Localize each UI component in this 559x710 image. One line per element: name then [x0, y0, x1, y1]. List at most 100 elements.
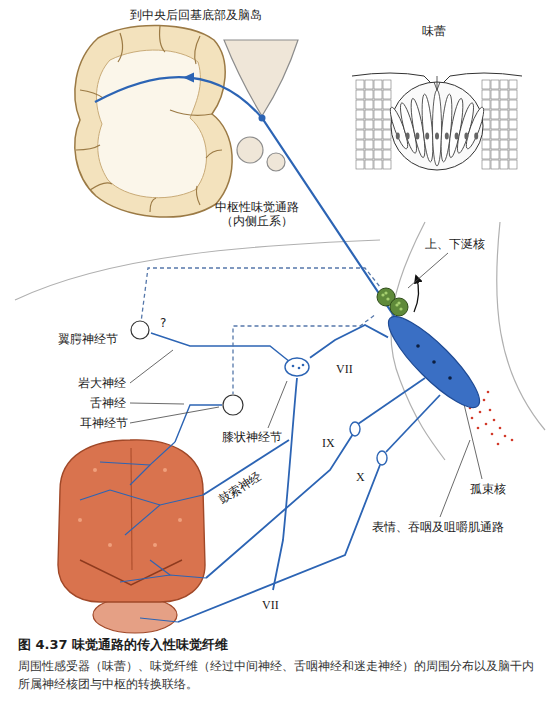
taste-bud-inset-shape	[383, 100, 391, 109]
node-label: 膝状神经节	[222, 430, 282, 444]
taste-bud-inset-shape	[509, 100, 517, 109]
salivatory-nuclei-shape	[397, 301, 400, 304]
node-label: 翼腭神经节	[58, 332, 118, 346]
taste-bud-inset-shape	[365, 110, 373, 119]
ganglion-circle: 翼腭神经节	[130, 320, 150, 340]
taste-bud-inset: 味蕾	[352, 46, 522, 171]
cranial-nerve-number: X	[356, 470, 365, 484]
taste-bud-inset-shape	[356, 80, 364, 89]
taste-bud-inset-shape	[509, 130, 517, 139]
taste-bud-inset-shape	[434, 76, 440, 90]
taste-bud-inset-shape	[352, 46, 522, 171]
geniculate-ganglion-shape	[302, 364, 305, 367]
diencephalon-section	[237, 137, 263, 163]
taste-bud-inset-shape	[500, 150, 508, 159]
taste-bud-inset-shape	[500, 130, 508, 139]
taste-bud-inset-shape	[445, 133, 449, 140]
taste-bud-inset-shape	[374, 160, 382, 169]
nerve-label: 岩大神经	[78, 376, 126, 390]
pathway-label: 中枢性味觉通路 （内侧丘系）	[212, 200, 302, 229]
taste-bud-inset-shape	[356, 120, 364, 129]
geniculate-ganglion-shape	[285, 358, 309, 376]
taste-bud-inset-shape	[425, 133, 429, 140]
brain-section	[96, 50, 206, 198]
salivatory-nuclei-shape	[386, 297, 389, 300]
tongue	[78, 468, 182, 547]
taste-bud-inset-shape	[491, 100, 499, 109]
tongue	[153, 543, 157, 547]
taste-bud-inset-shape	[500, 100, 508, 109]
solitary-nucleus-shape	[388, 316, 480, 408]
taste-nerve	[100, 442, 175, 465]
brain-section	[75, 25, 232, 217]
taste-nerve	[125, 505, 160, 535]
motor-region-dots	[499, 427, 502, 430]
nerve-connector	[233, 316, 374, 395]
taste-bud-inset-shape	[374, 110, 382, 119]
tongue	[58, 440, 205, 602]
motor-region-dots	[497, 443, 500, 446]
taste-bud-inset-shape	[415, 133, 419, 140]
taste-bud-inset-shape	[509, 90, 517, 99]
taste-bud-inset-shape	[374, 150, 382, 159]
taste-bud-inset-shape	[374, 80, 382, 89]
cranial-nerve-number: VII	[262, 598, 279, 612]
tongue	[58, 440, 205, 633]
taste-bud-inset-shape	[463, 106, 487, 150]
leader-line	[408, 253, 448, 288]
taste-nerve	[110, 490, 203, 505]
taste-nerve	[151, 333, 290, 362]
taste-bud-inset-shape	[491, 150, 499, 159]
taste-bud-inset-shape	[396, 133, 400, 140]
taste-bud-inset-shape	[509, 150, 517, 159]
taste-bud-inset-shape	[482, 90, 490, 99]
pathway-label: 表情、吞咽及咀嚼肌通路	[372, 520, 504, 534]
leader-line	[463, 400, 482, 479]
taste-bud-inset-shape	[491, 160, 499, 169]
geniculate-ganglion-shape	[298, 367, 301, 370]
taste-nerve	[206, 434, 353, 578]
brain-section	[90, 183, 112, 190]
solitary-nucleus-shape	[416, 344, 420, 348]
taste-bud-inset-shape	[500, 110, 508, 119]
taste-bud-inset-shape	[356, 140, 364, 149]
taste-bud-inset-shape	[365, 100, 373, 109]
motor-region-dots	[479, 411, 482, 414]
taste-bud-inset-shape	[491, 140, 499, 149]
pathway-arrow	[259, 115, 266, 122]
taste-bud-inset-shape	[491, 110, 499, 119]
taste-bud-inset-shape	[435, 133, 439, 140]
taste-bud-inset-shape	[474, 133, 478, 140]
salivatory-nuclei-shape	[374, 286, 410, 318]
nerve-ganglion	[377, 451, 387, 465]
taste-bud-inset-shape	[509, 120, 517, 129]
taste-bud-inset-shape	[374, 140, 382, 149]
taste-bud-inset-shape	[491, 130, 499, 139]
brain-section	[196, 186, 200, 205]
taste-bud-inset-shape	[383, 130, 391, 139]
taste-bud-inset-shape	[374, 120, 382, 129]
brain-section	[170, 110, 212, 115]
taste-bud-inset-shape	[491, 80, 499, 89]
node-label: 孤束核	[470, 482, 506, 496]
taste-bud-inset-shape	[491, 120, 499, 129]
taste-bud-inset-shape	[374, 100, 382, 109]
brain-section	[76, 145, 100, 150]
solitary-nucleus-shape	[432, 360, 436, 364]
tongue	[163, 468, 167, 472]
cranial-nerve-number: IX	[322, 436, 335, 450]
nerve-label: 舌神经	[90, 396, 126, 410]
taste-bud-inset-shape	[356, 90, 364, 99]
taste-bud-inset-shape	[482, 80, 490, 89]
salivatory-nuclei-shape	[390, 298, 408, 316]
ganglion-circle: 耳神经节	[222, 394, 244, 416]
brain-section	[118, 33, 123, 62]
leader-line	[130, 403, 184, 404]
taste-bud-inset-shape	[464, 133, 468, 140]
motor-region-dots	[493, 419, 496, 422]
motor-region-dots	[485, 423, 488, 426]
tongue	[93, 468, 97, 472]
taste-bud-inset-shape	[500, 80, 508, 89]
taste-bud-inset-shape	[500, 90, 508, 99]
